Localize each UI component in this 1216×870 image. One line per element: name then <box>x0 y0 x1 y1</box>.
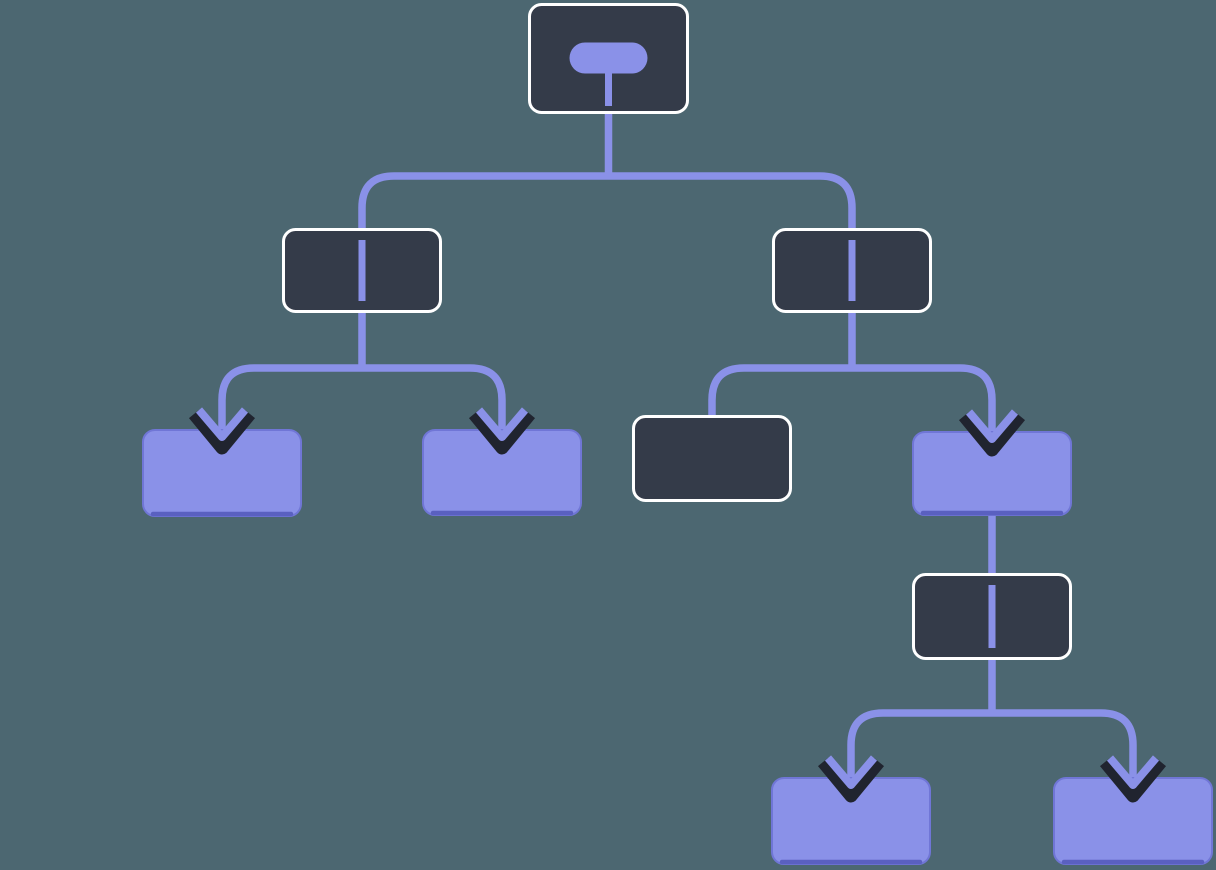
arrow-chevron-dark <box>958 411 1026 457</box>
arrow-down-icon <box>1099 755 1167 803</box>
arrow-down-icon <box>817 755 885 803</box>
arrowheads <box>188 407 1167 803</box>
tree-node-branch-bottom <box>912 573 1072 660</box>
tree-node-leaf-bottom-left <box>771 777 931 865</box>
connectors <box>218 112 1137 783</box>
connector-branch <box>847 709 1137 783</box>
connector-branch <box>358 172 856 230</box>
connector-branch <box>708 364 996 437</box>
arrow-down-icon <box>468 407 536 455</box>
arrow-down-icon <box>188 407 256 455</box>
tree-node-branch-left <box>282 228 442 313</box>
branch-node-box <box>632 415 792 502</box>
tree-node-leaf-top-right <box>422 429 582 516</box>
arrow-chevron-purple <box>475 407 529 441</box>
tree-node-dark-leaf <box>632 415 792 502</box>
arrow-chevron-dark <box>468 409 536 455</box>
tree-node-leaf-bottom-right <box>1053 777 1213 865</box>
arrow-chevron-dark <box>188 409 256 455</box>
arrow-chevron-purple <box>824 755 878 789</box>
arrow-chevron-dark <box>1099 757 1167 803</box>
tree-node-root <box>528 3 689 114</box>
nodes <box>142 3 1213 865</box>
arrow-chevron-purple <box>1106 755 1160 789</box>
arrow-chevron-purple <box>195 407 249 441</box>
arrow-down-icon <box>958 409 1026 457</box>
arrow-chevron-dark <box>817 757 885 803</box>
tree-node-leaf-mid <box>912 431 1072 516</box>
connector-branch <box>218 364 506 435</box>
tree-node-branch-right <box>772 228 932 313</box>
pill-icon <box>569 42 648 74</box>
tree-node-leaf-top-left <box>142 429 302 517</box>
arrow-chevron-purple <box>965 409 1019 443</box>
